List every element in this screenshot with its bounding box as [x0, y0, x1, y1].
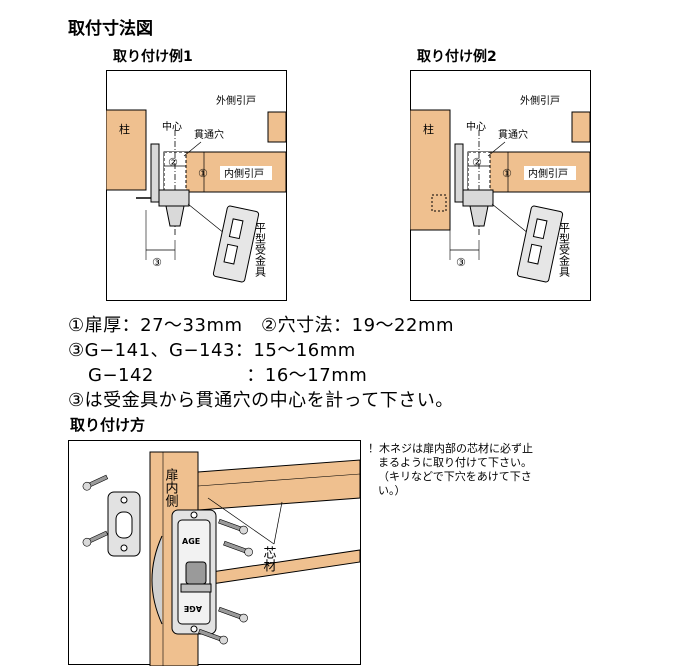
- example1-mark-2: ②: [168, 156, 178, 169]
- example2-outer-door: [571, 111, 591, 143]
- example2-diagram: 柱 外側引戸 内側引戸 中心 貫通穴 ② ① ③ 平型受金具: [410, 70, 591, 301]
- install-screw-2: [82, 530, 109, 547]
- install-frame-bottom: [197, 549, 361, 587]
- install-frame-top: [197, 459, 361, 511]
- example2-center-label: 中心: [466, 120, 486, 133]
- example1-mark-1: ①: [198, 167, 208, 180]
- install-heading: 取り付け方: [70, 416, 146, 434]
- example1-heading: 取り付け例1: [113, 49, 193, 65]
- spec-line-2: ③G−141、G−143：15～16mm: [68, 340, 356, 361]
- install-note: ！木ネジは扉内部の芯材に必ず止 まるように取り付けて下さい。 （キリなどで下穴を…: [368, 442, 568, 498]
- install-note-line-4: い。）: [378, 484, 406, 497]
- spec-line-1: ①扉厚：27～33mm ②穴寸法：19～22mm: [68, 315, 455, 336]
- example1-plate-label: 平型受金具: [254, 222, 267, 277]
- install-note-line-1: ！木ネジは扉内部の芯材に必ず止: [368, 442, 533, 455]
- example2-outer-door-label: 外側引戸: [520, 94, 560, 107]
- example2-latch-body: [454, 143, 464, 203]
- example1-outer-door-label: 外側引戸: [216, 94, 256, 107]
- install-note-line-2: まるように取り付けて下さい。: [378, 456, 532, 469]
- example1-pillar: [106, 109, 147, 191]
- install-screw-4: [223, 540, 253, 557]
- example2-mark-2: ②: [472, 156, 482, 169]
- example2-mark-3: ③: [456, 256, 466, 269]
- spec-line-3: G−142 ：16～17mm: [88, 365, 368, 386]
- example2-hole-label: 貫通穴: [498, 128, 528, 141]
- spec-line-4: ③は受金具から貫通穴の中心を計って下さい。: [68, 390, 454, 411]
- example2-pillar-label: 柱: [423, 122, 434, 136]
- example1-hole-label: 貫通穴: [194, 128, 224, 141]
- example2-mark-1: ①: [502, 167, 512, 180]
- install-door-inside-label: 扉内側: [163, 467, 179, 507]
- install-note-line-3: （キリなどで下穴をあけて下さ: [378, 470, 532, 483]
- install-screw-6: [198, 628, 228, 645]
- install-screw-1: [82, 474, 109, 491]
- example1-outer-door: [267, 111, 287, 143]
- example1-pillar-label: 柱: [119, 122, 130, 136]
- install-core-label: 芯材: [261, 546, 277, 572]
- example1-diagram: 柱 外側引戸 内側引戸 中心 貫通穴 ② ① ③ 平型受金具: [106, 70, 287, 301]
- example1-center-label: 中心: [162, 120, 182, 133]
- example2-heading: 取り付け例2: [417, 49, 497, 65]
- example2-plate-label: 平型受金具: [558, 222, 571, 277]
- page-title: 取付寸法図: [68, 19, 153, 39]
- install-diagram: 扉内側 芯材 AGE AGE: [68, 440, 361, 666]
- example2-inner-door-label: 内側引戸: [528, 167, 568, 180]
- example1-latch-body: [150, 143, 160, 203]
- example1-strike-plate: [212, 205, 260, 283]
- install-screw-5: [218, 606, 248, 623]
- example2-pillar: [410, 109, 451, 231]
- example2-strike-plate: [516, 205, 564, 283]
- install-logo-top: AGE: [182, 537, 200, 546]
- example1-inner-door-label: 内側引戸: [224, 167, 264, 180]
- install-latch-knob: [185, 561, 207, 585]
- install-logo-bottom: AGE: [184, 604, 202, 613]
- example1-mark-3: ③: [152, 256, 162, 269]
- install-screw-3: [218, 518, 248, 535]
